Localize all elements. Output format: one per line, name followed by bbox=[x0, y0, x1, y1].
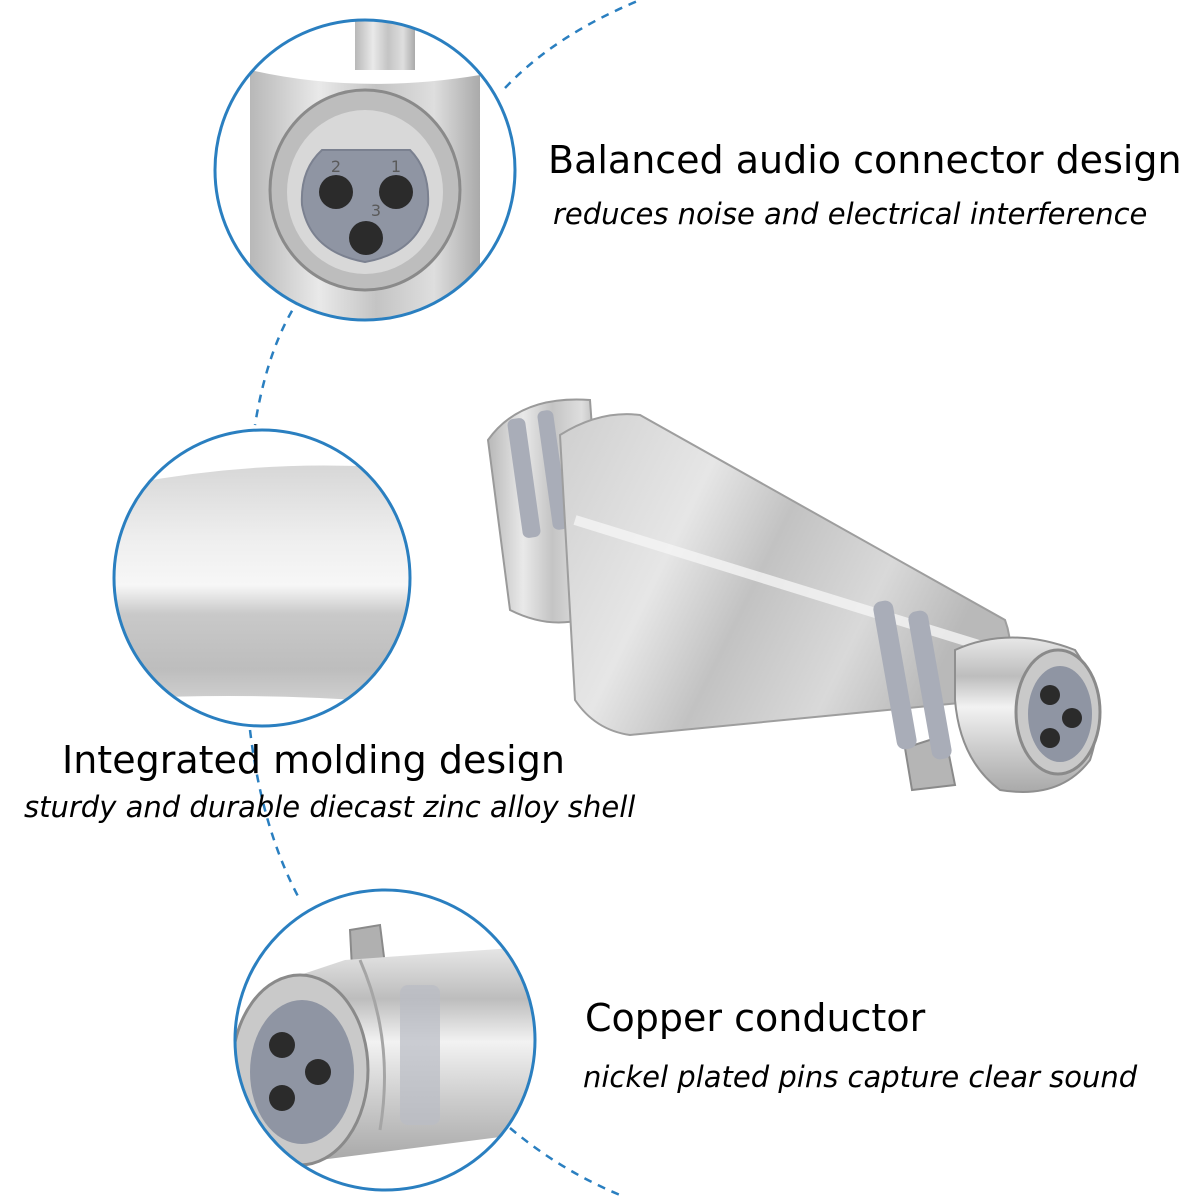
pin-label-3: 3 bbox=[371, 201, 381, 220]
feature-subtitle-3: nickel plated pins capture clear sound bbox=[583, 1060, 1138, 1094]
connector-face-closeup: 2 1 3 bbox=[215, 20, 515, 320]
feature-title-2: Integrated molding design bbox=[62, 738, 565, 782]
feature-subtitle-2: sturdy and durable diecast zinc alloy sh… bbox=[24, 790, 636, 824]
xlr-female-coupler bbox=[486, 398, 1102, 793]
connector-end-closeup bbox=[235, 890, 535, 1190]
pin-label-2: 2 bbox=[331, 157, 341, 176]
tube-surface-closeup bbox=[114, 430, 410, 726]
feature-title-3: Copper conductor bbox=[585, 996, 926, 1040]
feature-subtitle-1: reduces noise and electrical interferenc… bbox=[553, 197, 1148, 231]
dashed-curve-line bbox=[248, 0, 641, 1197]
closeup-ring-3 bbox=[233, 888, 537, 1192]
feature-title-1: Balanced audio connector design bbox=[548, 138, 1182, 182]
closeup-ring-1 bbox=[213, 18, 517, 322]
pin-label-1: 1 bbox=[391, 157, 401, 176]
closeup-ring-2 bbox=[112, 428, 412, 728]
